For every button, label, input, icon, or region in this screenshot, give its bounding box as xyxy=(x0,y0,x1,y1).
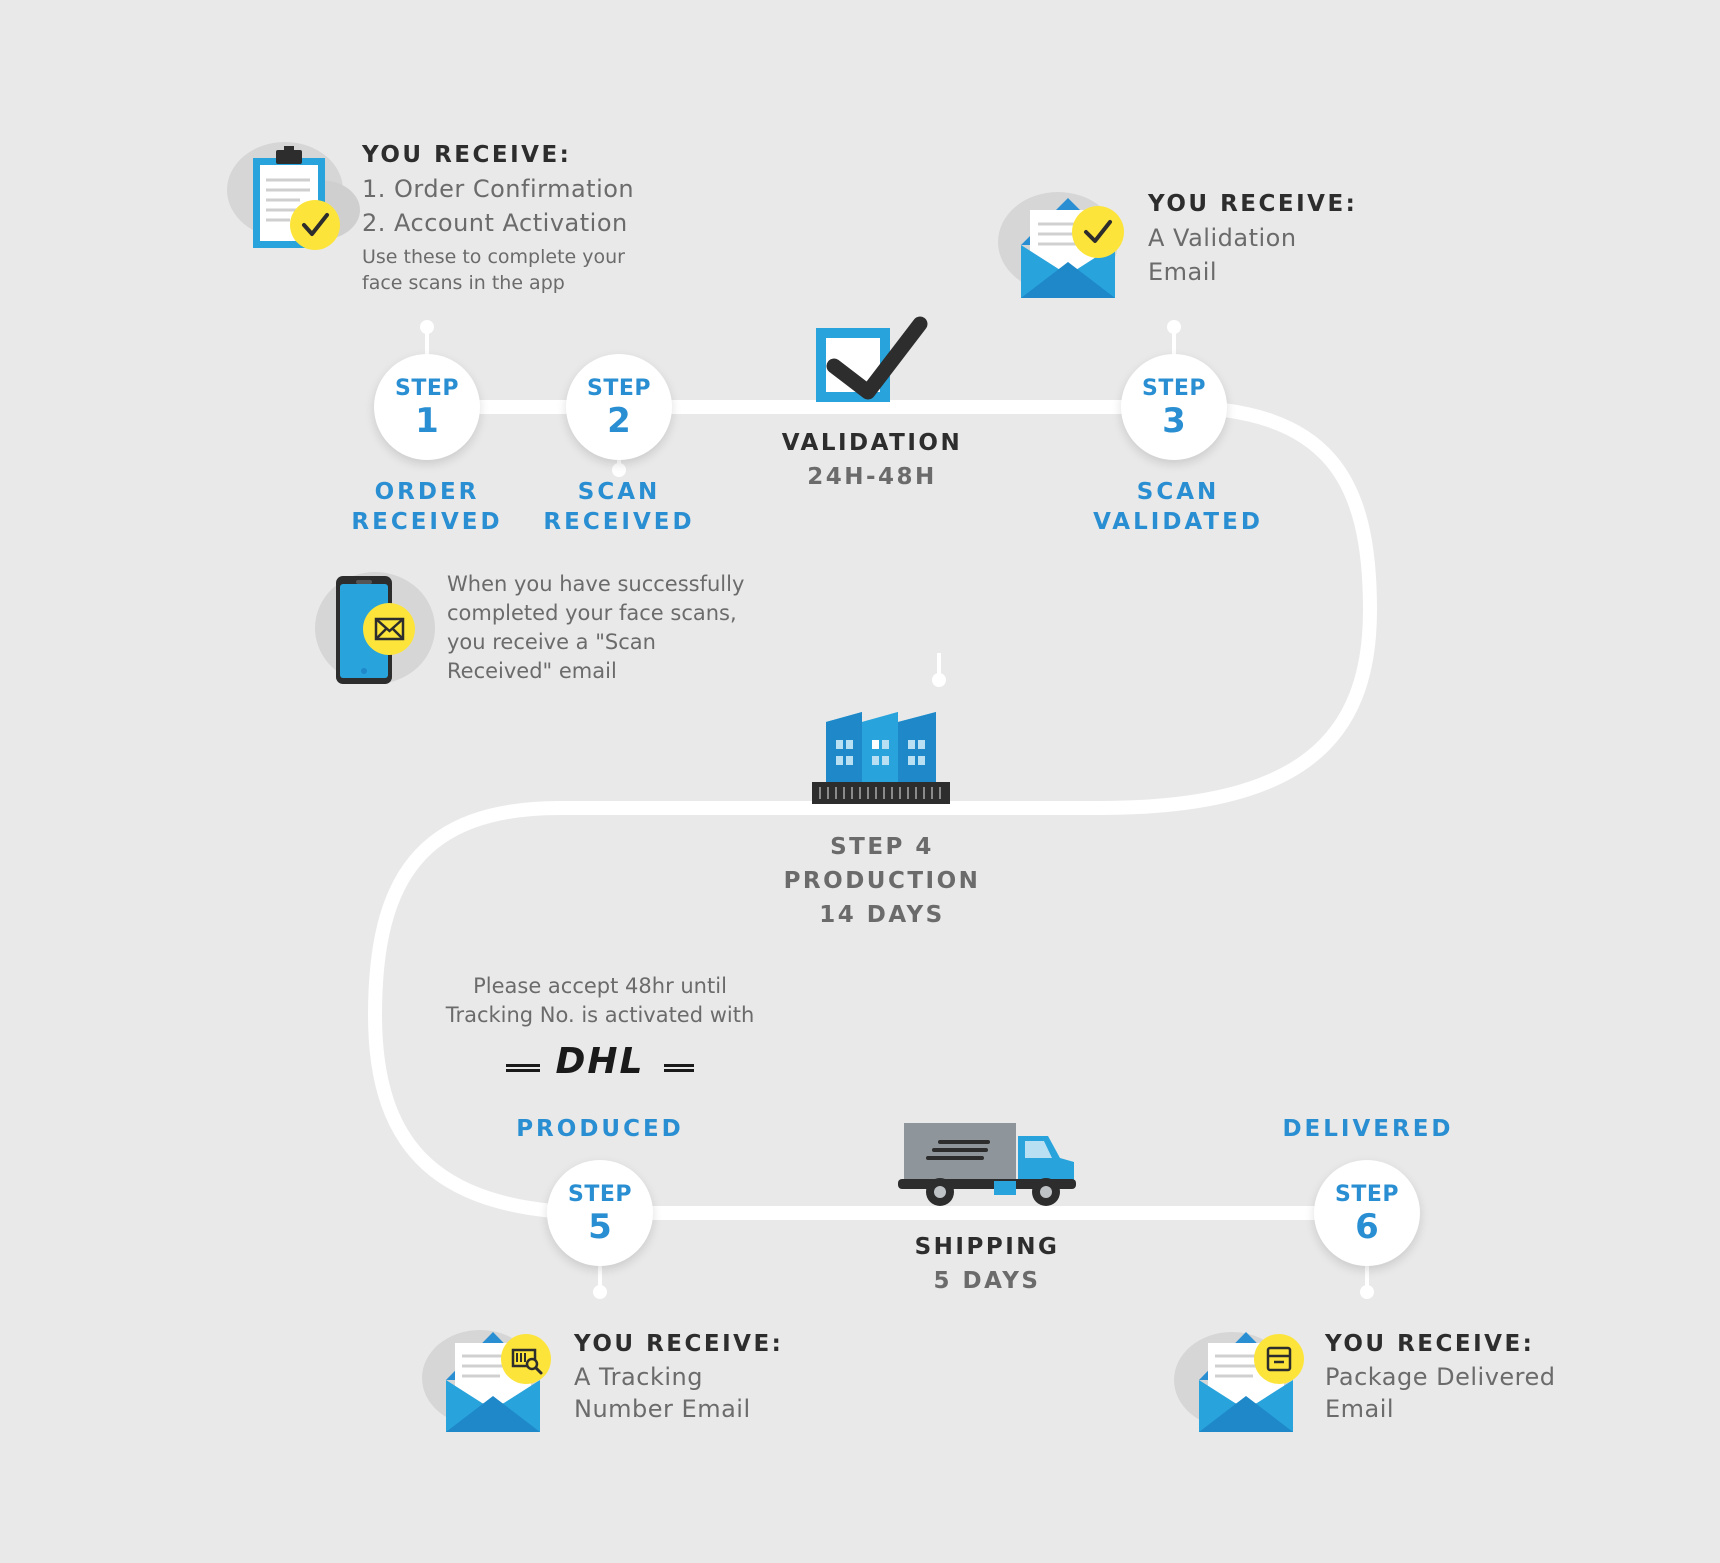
production-duration: 14 DAYS xyxy=(819,902,945,928)
step-2-circle: STEP 2 xyxy=(566,354,672,460)
phone-mail-icon xyxy=(315,572,435,684)
step-5-label: PRODUCED xyxy=(516,1116,684,1142)
receive-title: YOU RECEIVE: xyxy=(1148,191,1358,217)
envelope-tracking-icon xyxy=(422,1330,551,1432)
shipping-title: SHIPPING xyxy=(914,1234,1060,1260)
step-6-label: DELIVERED xyxy=(1282,1116,1454,1142)
shipping-duration: 5 DAYS xyxy=(933,1268,1041,1294)
clipboard-check-icon xyxy=(227,142,360,250)
scan-received-note: When you have successfully completed you… xyxy=(447,570,767,686)
checkbox-icon xyxy=(816,316,928,402)
receive-item: 2. Account Activation xyxy=(362,209,628,237)
step-number: 1 xyxy=(415,401,439,441)
step-word: STEP xyxy=(567,1182,632,1207)
receive-step-1: YOU RECEIVE: 1. Order Confirmation 2. Ac… xyxy=(362,138,692,296)
receive-text: Number Email xyxy=(574,1395,751,1423)
receive-step-3: YOU RECEIVE: A Validation Email xyxy=(1148,187,1448,289)
step-3-label: SCAN VALIDATED xyxy=(1078,477,1278,537)
validation-duration: 24H-48H xyxy=(807,464,937,490)
note-line: Please accept 48hr until xyxy=(473,974,727,998)
shipping-label: SHIPPING 5 DAYS xyxy=(887,1230,1087,1298)
production-title: PRODUCTION xyxy=(783,868,981,894)
tracking-note: Please accept 48hr until Tracking No. is… xyxy=(430,972,770,1030)
receive-note: face scans in the app xyxy=(362,272,565,294)
road-path xyxy=(368,400,1377,1220)
receive-text: A Tracking xyxy=(574,1363,703,1391)
step-word: STEP xyxy=(394,376,459,401)
note-line: Tracking No. is activated with xyxy=(445,1003,755,1027)
envelope-package-icon xyxy=(1174,1332,1304,1432)
receive-text: Email xyxy=(1148,258,1218,286)
note-line: you receive a "Scan xyxy=(447,630,656,654)
receive-step-5: YOU RECEIVE: A Tracking Number Email xyxy=(574,1327,874,1425)
step-1-label: ORDER RECEIVED xyxy=(337,477,517,537)
note-line: When you have successfully xyxy=(447,572,745,596)
step-number: 5 xyxy=(588,1207,612,1247)
label-line: SCAN xyxy=(577,479,661,505)
step-1-circle: STEP 1 xyxy=(374,354,480,460)
step-word: STEP xyxy=(1141,376,1206,401)
receive-text: A Validation xyxy=(1148,224,1297,252)
receive-title: YOU RECEIVE: xyxy=(574,1331,784,1357)
note-line: Received" email xyxy=(447,659,617,683)
step-number: 2 xyxy=(607,401,631,441)
dhl-logo: DHL xyxy=(506,1041,694,1082)
label-line: SCAN xyxy=(1136,479,1220,505)
receive-note: Use these to complete your xyxy=(362,246,625,268)
step-3-circle: STEP 3 xyxy=(1121,354,1227,460)
receive-step-6: YOU RECEIVE: Package Delivered Email xyxy=(1325,1327,1625,1425)
receive-text: Package Delivered xyxy=(1325,1363,1556,1391)
label-line: RECEIVED xyxy=(351,509,503,535)
step-6-circle: STEP 6 xyxy=(1314,1160,1420,1266)
validation-label: VALIDATION 24H-48H xyxy=(772,426,972,494)
validation-title: VALIDATION xyxy=(781,430,963,456)
label-line: RECEIVED xyxy=(543,509,695,535)
svg-text:DHL: DHL xyxy=(556,1041,645,1082)
step-5-circle: STEP 5 xyxy=(547,1160,653,1266)
label-line: ORDER xyxy=(374,479,480,505)
step-word: STEP xyxy=(586,376,651,401)
production-label: STEP 4 PRODUCTION 14 DAYS xyxy=(782,830,982,932)
truck-icon xyxy=(898,1123,1076,1206)
step-word: STEP xyxy=(1334,1182,1399,1207)
factory-icon xyxy=(812,712,950,804)
step-2-label: SCAN RECEIVED xyxy=(529,477,709,537)
receive-title: YOU RECEIVE: xyxy=(1325,1331,1535,1357)
receive-item: 1. Order Confirmation xyxy=(362,175,635,203)
note-line: completed your face scans, xyxy=(447,601,737,625)
production-step: STEP 4 xyxy=(830,834,934,860)
envelope-check-icon xyxy=(998,192,1124,298)
receive-title: YOU RECEIVE: xyxy=(362,142,572,168)
step-number: 3 xyxy=(1162,401,1186,441)
step-number: 6 xyxy=(1355,1207,1379,1247)
label-line: VALIDATED xyxy=(1093,509,1263,535)
receive-text: Email xyxy=(1325,1395,1395,1423)
